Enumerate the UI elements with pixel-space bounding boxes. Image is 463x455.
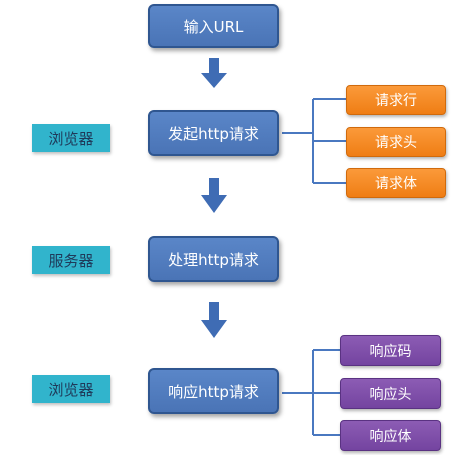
- response-part-label: 响应头: [369, 386, 412, 403]
- response-body-box: 响应体: [340, 420, 441, 451]
- request-part-label: 请求行: [375, 93, 417, 109]
- side-label-browser-response: 浏览器: [32, 375, 110, 403]
- down-arrow-2: [201, 178, 227, 213]
- down-arrow-3: [201, 302, 227, 338]
- step-respond-request: 响应http请求: [148, 368, 279, 414]
- step-label: 处理http请求: [168, 250, 259, 269]
- request-header-box: 请求头: [346, 127, 446, 157]
- response-part-label: 响应体: [369, 428, 412, 445]
- response-code-box: 响应码: [340, 335, 441, 366]
- side-label-text: 浏览器: [48, 129, 94, 148]
- response-header-box: 响应头: [340, 378, 441, 409]
- step-label: 输入URL: [183, 17, 244, 36]
- side-label-browser-request: 浏览器: [32, 124, 110, 152]
- request-body-box: 请求体: [346, 168, 446, 198]
- request-line-box: 请求行: [346, 85, 446, 115]
- response-part-label: 响应码: [369, 343, 412, 360]
- request-part-label: 请求头: [375, 135, 417, 151]
- side-label-text: 服务器: [48, 251, 94, 270]
- step-send-request: 发起http请求: [148, 110, 279, 156]
- request-bracket: [282, 98, 346, 184]
- response-bracket: [282, 349, 340, 436]
- step-label: 发起http请求: [168, 124, 259, 143]
- step-label: 响应http请求: [168, 382, 259, 401]
- side-label-server: 服务器: [32, 246, 110, 274]
- request-part-label: 请求体: [375, 176, 417, 192]
- down-arrow-1: [201, 58, 227, 88]
- step-input-url: 输入URL: [148, 4, 279, 48]
- step-handle-request: 处理http请求: [148, 236, 279, 282]
- side-label-text: 浏览器: [48, 380, 94, 399]
